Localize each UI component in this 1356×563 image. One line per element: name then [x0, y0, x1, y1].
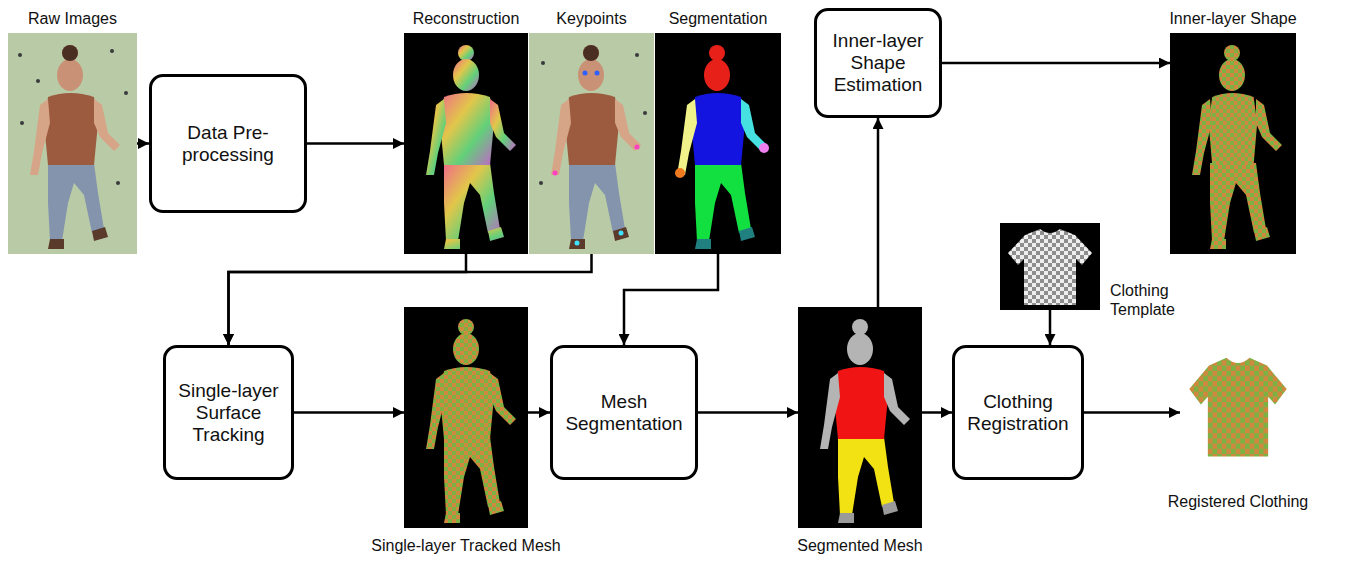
image-caption: Inner-layer Shape [1169, 9, 1296, 28]
image-caption: Keypoints [556, 9, 626, 28]
flow-arrow [294, 411, 404, 414]
image-caption: Registered Clothing [1168, 492, 1309, 511]
flow-arrow [1084, 411, 1180, 414]
box-label: Data Pre-processing [162, 122, 294, 166]
registered-clothing-render [1189, 358, 1286, 457]
process-box: Data Pre-processing [149, 74, 307, 213]
box-label: Mesh Segmentation [563, 391, 685, 435]
box-label: Clothing Registration [965, 391, 1071, 435]
flow-arrow [229, 254, 592, 345]
image-caption: Clothing Template [1110, 281, 1190, 319]
tracked-mesh-render [404, 307, 528, 528]
flow-arrow [1049, 310, 1052, 345]
image-caption: Segmentation [669, 9, 768, 28]
inner-layer-render [1170, 33, 1296, 254]
segmentation-map [655, 33, 781, 254]
keypoints-photo [529, 33, 654, 254]
segmented-mesh-render [798, 307, 922, 528]
image-panel: Raw Images [8, 33, 137, 254]
box-label: Inner-layer Shape Estimation [827, 30, 929, 96]
process-box: Single-layer Surface Tracking [163, 345, 294, 480]
flow-arrow [229, 254, 467, 345]
box-label: Single-layer Surface Tracking [176, 380, 281, 446]
reconstruction-render [404, 33, 528, 254]
image-panel: Inner-layer Shape [1170, 33, 1296, 254]
image-caption: Segmented Mesh [797, 536, 922, 555]
image-panel: Segmentation [655, 33, 781, 254]
image-panel: Reconstruction [404, 33, 528, 254]
flow-arrow [528, 411, 550, 414]
image-panel: Clothing Template [1000, 223, 1100, 310]
image-caption: Raw Images [28, 9, 117, 28]
image-caption: Single-layer Tracked Mesh [371, 536, 560, 555]
image-panel: Registered Clothing [1180, 350, 1296, 470]
flow-arrow [922, 411, 952, 414]
flow-arrow [624, 254, 718, 345]
flow-arrow [307, 142, 404, 145]
process-box: Inner-layer Shape Estimation [814, 8, 942, 118]
flow-arrow [877, 118, 880, 307]
image-panel: Segmented Mesh [798, 307, 922, 528]
image-panel: Keypoints [529, 33, 654, 254]
process-box: Clothing Registration [952, 345, 1084, 480]
process-box: Mesh Segmentation [550, 345, 698, 480]
clothing-template-render [1000, 223, 1100, 310]
image-caption: Reconstruction [413, 9, 520, 28]
flow-arrow [137, 142, 149, 145]
image-panel: Single-layer Tracked Mesh [404, 307, 528, 528]
flow-arrow [698, 411, 798, 414]
flow-arrow [942, 62, 1170, 65]
raw-photo [8, 33, 137, 254]
